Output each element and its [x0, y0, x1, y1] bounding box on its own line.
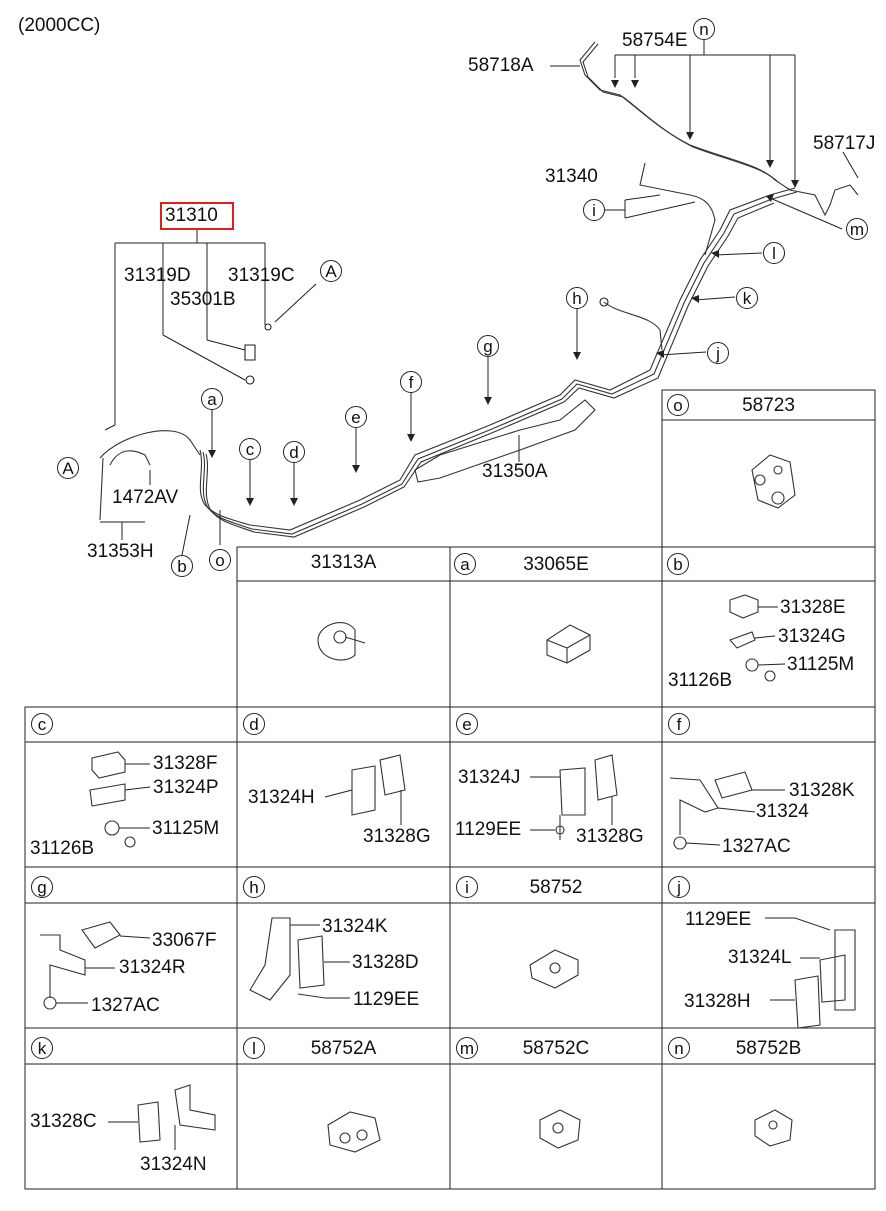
part-number-31328E[interactable]: 31328E — [780, 597, 846, 618]
part-number-31328C[interactable]: 31328C — [30, 1111, 97, 1132]
part-number-31319D[interactable]: 31319D — [124, 265, 191, 286]
cell-code-n: n — [668, 1037, 690, 1059]
engine-variant-label: (2000CC) — [18, 15, 101, 36]
cell-code-e: e — [456, 713, 478, 735]
part-number-31310[interactable]: 31310 — [165, 205, 218, 226]
part-number-31319C[interactable]: 31319C — [228, 265, 295, 286]
cell-title-58752A[interactable]: 58752A — [310, 1038, 377, 1059]
part-number-1327AC-g[interactable]: 1327AC — [91, 995, 160, 1016]
part-number-31324P[interactable]: 31324P — [153, 777, 219, 798]
part-number-31125M-c[interactable]: 31125M — [152, 818, 220, 839]
cell-title-58752[interactable]: 58752 — [529, 877, 583, 898]
cell-title-58723[interactable]: 58723 — [742, 395, 795, 416]
brake-pipe-bundle — [99, 41, 859, 538]
callout-g[interactable]: g — [477, 335, 499, 357]
cell-leader-lines — [56, 606, 820, 1150]
cell-code-l: l — [243, 1037, 265, 1059]
part-sketches — [40, 454, 856, 1153]
cell-code-g: g — [31, 876, 53, 898]
part-number-31126B-c[interactable]: 31126B — [30, 838, 95, 859]
callout-b[interactable]: b — [171, 555, 193, 577]
highlight-box — [160, 202, 234, 230]
callout-n[interactable]: n — [693, 18, 715, 40]
part-number-31353H[interactable]: 31353H — [87, 541, 154, 562]
part-number-31350A[interactable]: 31350A — [482, 461, 548, 482]
part-number-1327AC-f[interactable]: 1327AC — [722, 836, 791, 857]
part-number-35301B[interactable]: 35301B — [170, 289, 236, 310]
callout-o[interactable]: o — [209, 549, 231, 571]
cell-code-k: k — [31, 1037, 53, 1059]
cell-code-i: i — [456, 876, 478, 898]
part-number-31328K[interactable]: 31328K — [789, 780, 855, 801]
cell-code-f: f — [668, 713, 690, 735]
cell-code-j: j — [668, 876, 690, 898]
bracket-31350a-shape — [414, 399, 596, 483]
part-number-58718A[interactable]: 58718A — [468, 55, 534, 76]
callout-a[interactable]: a — [201, 388, 223, 410]
cell-code-h: h — [243, 876, 265, 898]
part-number-31324G[interactable]: 31324G — [778, 626, 846, 647]
callout-c[interactable]: c — [239, 438, 261, 460]
part-number-31324[interactable]: 31324 — [756, 801, 809, 822]
part-number-1472AV[interactable]: 1472AV — [112, 487, 179, 508]
cell-code-o: o — [667, 394, 689, 416]
part-number-1129EE-h[interactable]: 1129EE — [353, 989, 420, 1010]
part-number-33067F[interactable]: 33067F — [152, 930, 217, 951]
cell-title-58752C[interactable]: 58752C — [522, 1038, 590, 1059]
part-number-31328G-e[interactable]: 31328G — [576, 826, 644, 847]
callout-j[interactable]: j — [707, 342, 729, 364]
callout-h[interactable]: h — [566, 287, 588, 309]
cell-code-d: d — [243, 713, 265, 735]
cell-code-b: b — [667, 553, 689, 575]
part-number-31324N[interactable]: 31324N — [140, 1154, 207, 1175]
leader-lines — [100, 40, 859, 556]
part-number-31324H[interactable]: 31324H — [248, 787, 315, 808]
part-number-31125M-b[interactable]: 31125M — [787, 654, 855, 675]
callout-e[interactable]: e — [345, 406, 367, 428]
part-number-31126B-b[interactable]: 31126B — [668, 670, 733, 691]
part-number-31324J[interactable]: 31324J — [458, 767, 521, 788]
part-number-31324R[interactable]: 31324R — [119, 957, 186, 978]
part-number-58717J[interactable]: 58717J — [813, 133, 876, 154]
part-number-31324K[interactable]: 31324K — [322, 916, 388, 937]
part-number-31328G-d[interactable]: 31328G — [363, 826, 431, 847]
callout-k[interactable]: k — [736, 287, 758, 309]
part-number-31340[interactable]: 31340 — [545, 166, 598, 187]
cell-code-m: m — [456, 1037, 478, 1059]
callout-l[interactable]: l — [763, 242, 785, 264]
callout-A-top[interactable]: A — [320, 260, 342, 282]
callout-f[interactable]: f — [400, 371, 422, 393]
part-number-1129EE-j[interactable]: 1129EE — [685, 909, 752, 930]
part-number-1129EE-e[interactable]: 1129EE — [455, 819, 522, 840]
callout-m[interactable]: m — [846, 218, 868, 240]
table-grid — [24, 389, 876, 1190]
callout-i[interactable]: i — [583, 199, 605, 221]
part-number-58754E[interactable]: 58754E — [622, 30, 688, 51]
callout-d[interactable]: d — [283, 441, 305, 463]
cell-title-33065E[interactable]: 33065E — [523, 554, 589, 575]
arrowheads — [208, 80, 799, 506]
cell-code-c: c — [31, 713, 53, 735]
part-number-31324L[interactable]: 31324L — [728, 947, 792, 968]
part-number-31328D[interactable]: 31328D — [352, 952, 419, 973]
part-number-31328F[interactable]: 31328F — [153, 753, 218, 774]
cell-code-a: a — [454, 553, 476, 575]
part-number-31328H[interactable]: 31328H — [684, 991, 751, 1012]
cell-title-31313A[interactable]: 31313A — [310, 552, 377, 573]
cell-title-58752B[interactable]: 58752B — [735, 1038, 802, 1059]
clip-parts-top — [244, 297, 609, 385]
callout-A-left[interactable]: A — [57, 457, 79, 479]
